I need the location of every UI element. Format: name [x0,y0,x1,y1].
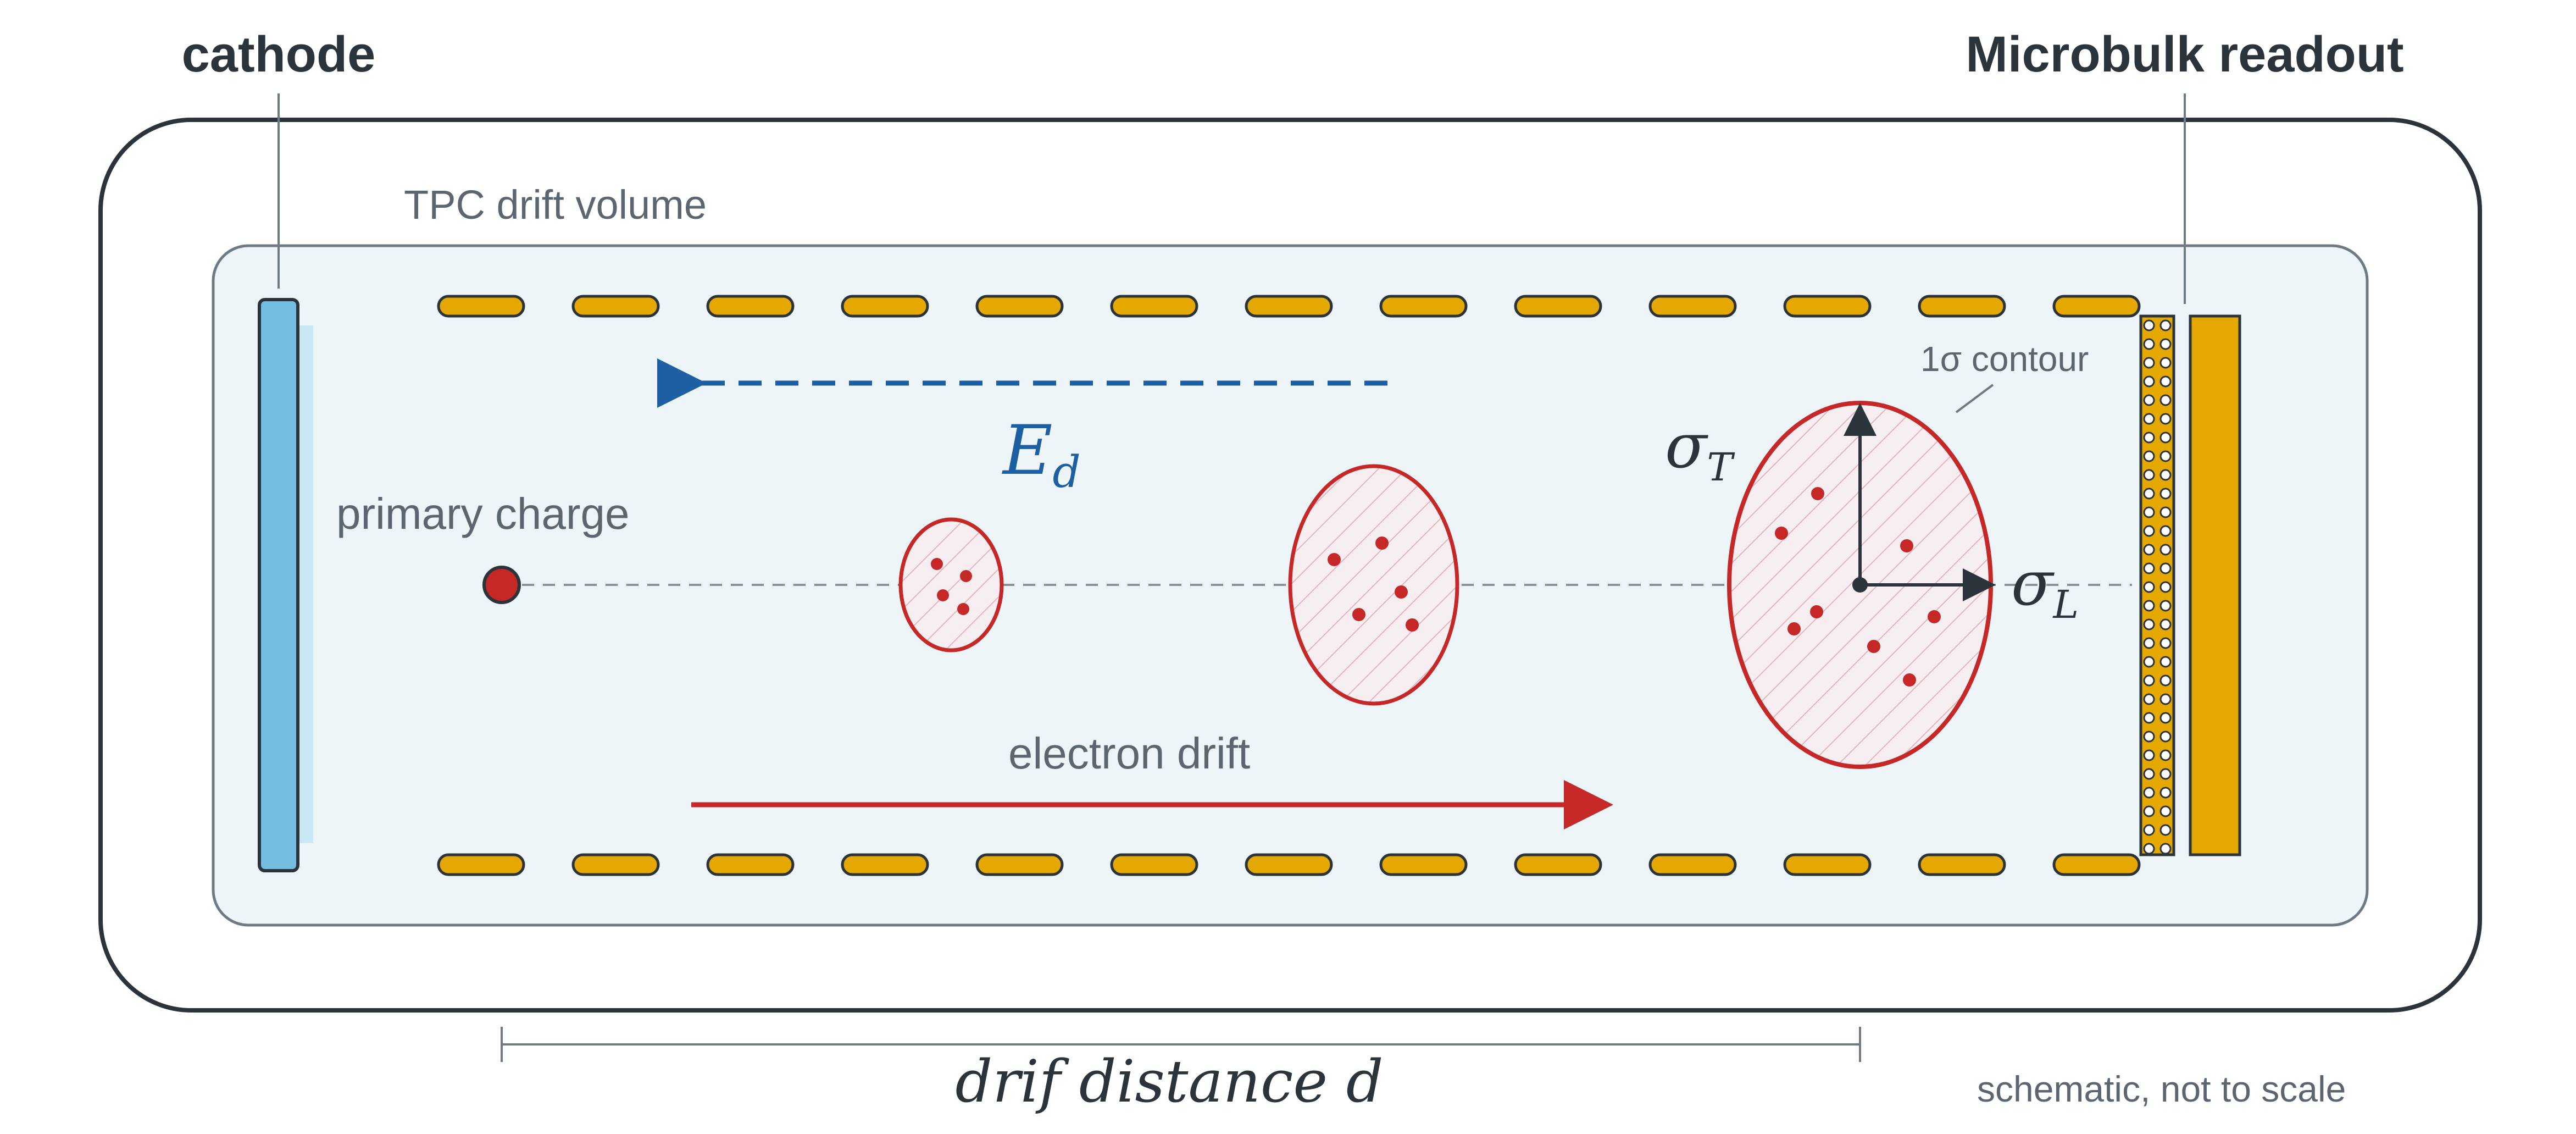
electron-dot [1328,553,1341,566]
field-ring [1514,295,1602,318]
field-ring [1783,853,1872,876]
field-ring [1379,853,1468,876]
primary-charge-dot [482,566,521,604]
field-ring [841,295,929,318]
electron-dot [1395,585,1408,599]
field-ring [841,853,929,876]
volume-label: TPC drift volume [404,182,707,228]
electron-dot [1406,618,1419,632]
field-ring [975,853,1064,876]
field-ring [1245,853,1333,876]
field-ring [1648,853,1737,876]
field-ring [1918,853,2006,876]
field-ring [706,853,795,876]
electron-dot [1375,536,1389,550]
field-ring [1245,295,1333,318]
field-ring [2052,295,2141,318]
electron-dot [931,558,943,570]
electron-dot [1903,673,1916,687]
sigma-l-label: σL [2011,548,2079,627]
electron-drift-label: electron drift [1008,729,1250,778]
electron-dot [1811,487,1824,500]
contour-label: 1σ contour [1920,339,2089,379]
cathode-label: cathode [182,26,376,82]
electron-dot [1867,640,1880,653]
charge-cloud-small [898,517,1004,652]
field-ring [706,295,795,318]
field-rings-top [437,295,2141,318]
distance-label: drif distance d [955,1048,1383,1115]
electron-dot [1810,605,1823,618]
field-rings-bottom [437,853,2141,876]
electron-dot [1775,527,1788,540]
readout-mesh [2139,314,2175,856]
electron-dot [960,570,972,582]
electron-dot [1787,622,1801,635]
electron-dot [937,589,949,601]
readout-anode [2189,314,2241,856]
field-ring [571,295,660,318]
contour-leader [1955,384,1994,413]
electron-dot [957,603,969,615]
field-ring [437,853,525,876]
field-ring [1648,295,1737,318]
field-label: Ed [1002,411,1081,497]
field-ring [1379,295,1468,318]
field-ring [2052,853,2141,876]
field-ring [1918,295,2006,318]
field-ring [975,295,1064,318]
sigma-t-label: σT [1665,411,1735,490]
electron-dot [1928,610,1941,623]
primary-charge-label: primary charge [336,489,630,538]
cloud-center-dot [1852,577,1868,593]
electron-dot [1352,608,1365,621]
field-ring [571,853,660,876]
field-ring [1783,295,1872,318]
field-ring [1110,295,1198,318]
readout-label: Microbulk readout [1966,26,2403,82]
field-ring [1110,853,1198,876]
distance-dimension [501,1027,1861,1062]
charge-cloud-medium [1288,464,1459,706]
field-ring [1514,853,1602,876]
electron-dot [1900,539,1913,552]
note-label: schematic, not to scale [1977,1069,2346,1109]
field-ring [437,295,525,318]
cathode-plate [258,298,299,872]
